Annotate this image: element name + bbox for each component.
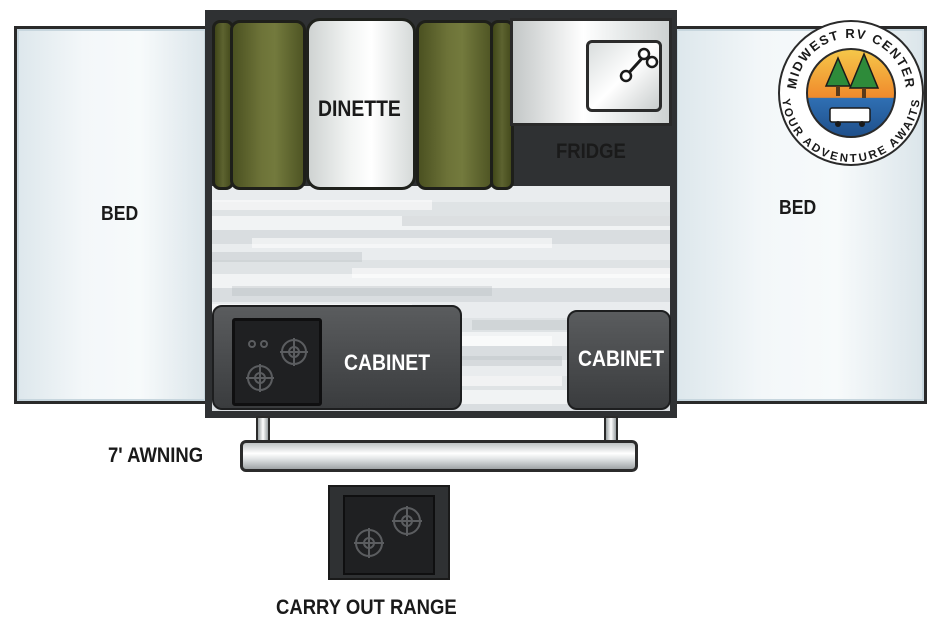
awning-label: 7' AWNING xyxy=(108,444,204,467)
fridge-label: FRIDGE xyxy=(556,140,626,163)
dinette-seat-left xyxy=(230,20,306,190)
burner-icon xyxy=(354,506,422,558)
bed-left-label: BED xyxy=(101,203,139,225)
dinette-table xyxy=(306,18,416,190)
cabinet-right-label: CABINET xyxy=(578,346,665,371)
burner-icon xyxy=(246,338,308,392)
bed-left xyxy=(14,26,209,404)
stovetop xyxy=(232,318,322,406)
midwest-rv-center-logo: MIDWEST RV CENTER YOUR ADVENTURE AWAITS xyxy=(778,20,924,166)
faucet-icon xyxy=(619,47,659,83)
bed-right-label: BED xyxy=(779,197,817,219)
carry-out-range-label: CARRY OUT RANGE xyxy=(276,596,457,619)
dinette-seat-right xyxy=(416,20,494,190)
awning-bar xyxy=(240,440,638,472)
cabinet-left-label: CABINET xyxy=(344,350,431,375)
dinette-label: DINETTE xyxy=(318,96,401,121)
cabinet-right xyxy=(567,310,671,410)
